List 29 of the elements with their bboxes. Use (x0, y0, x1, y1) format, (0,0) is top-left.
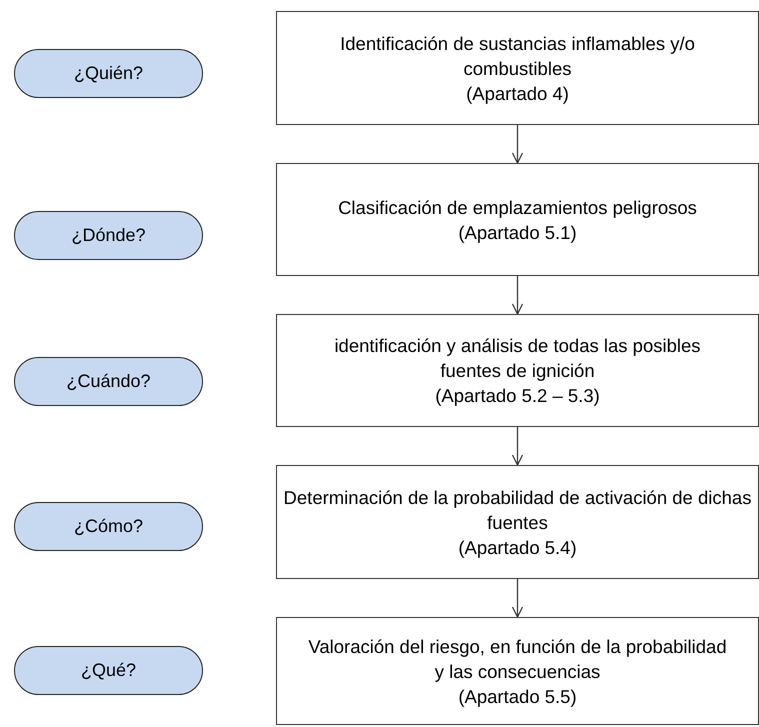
process-box (276, 617, 759, 725)
node-text: ¿Cómo? (74, 516, 144, 537)
node-text: Determinación de la probabilidad de activación de dichas fuentes (282, 486, 752, 534)
node-text: Valoración del riesgo, en función de la probabilidad y las consecuencias (307, 634, 728, 684)
section-reference: (Apartado 5.5) (458, 684, 577, 708)
section-reference: (Apartado 5.1) (458, 220, 577, 244)
arrow (512, 427, 524, 466)
node-text: ¿Quién? (74, 63, 144, 84)
process-box (276, 314, 759, 427)
question-pill (14, 211, 203, 260)
process-box (276, 465, 759, 579)
process-box (276, 11, 759, 125)
question-pill (14, 646, 203, 695)
node-text: ¿Cuándo? (66, 371, 151, 392)
arrow (512, 276, 524, 315)
section-reference: (Apartado 4) (466, 82, 569, 106)
arrow (512, 125, 524, 164)
arrow (512, 579, 524, 618)
question-pill (14, 357, 203, 406)
section-reference: (Apartado 5.2 – 5.3) (435, 384, 600, 408)
section-reference: (Apartado 5.4) (458, 536, 577, 560)
node-text: Clasificación de emplazamientos peligrosos (338, 196, 697, 220)
node-text: ¿Qué? (80, 660, 136, 681)
question-pill (14, 502, 203, 551)
node-text: identificación y análisis de todas las posibles fuentes de ignición (333, 334, 702, 383)
process-box (276, 163, 759, 276)
node-text: Identificación de sustancias inflamables y/o combustibles (339, 32, 696, 80)
question-pill (14, 49, 203, 98)
node-text: ¿Dónde? (71, 225, 146, 246)
